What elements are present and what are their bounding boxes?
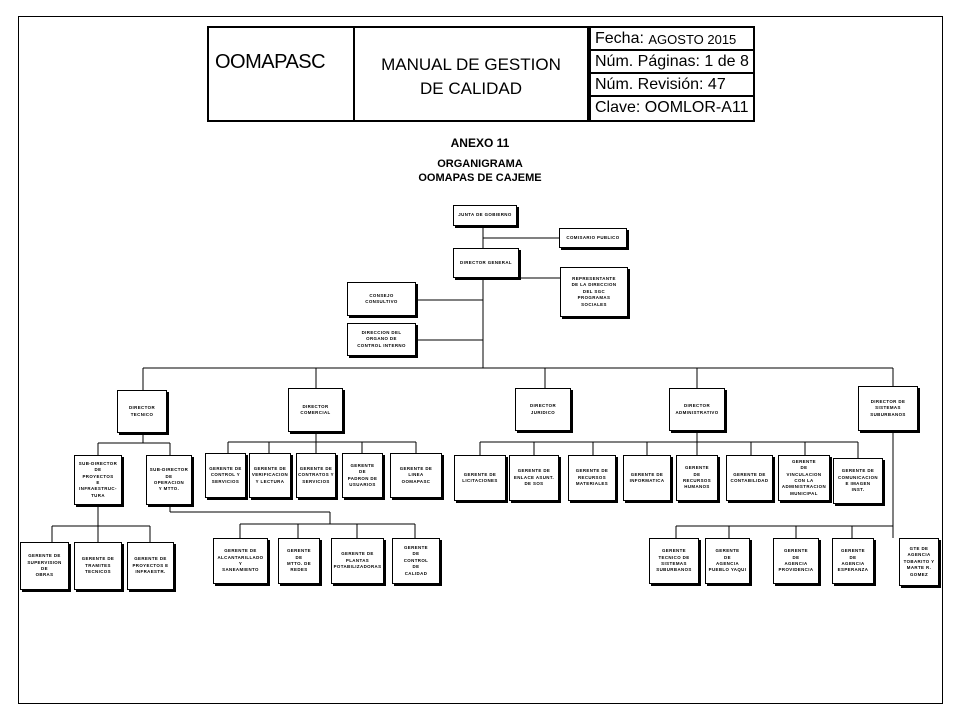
- node-control-interno: DIRECCION DEL ORGANO DE CONTROL INTERNO: [347, 323, 416, 356]
- node-gerente-licitaciones: GERENTE DE LICITACIONES: [454, 455, 506, 501]
- clave-text: Clave: OOMLOR-A11: [595, 99, 749, 116]
- clave-cell: [589, 95, 755, 122]
- node-director-comercial: DIRECTOR COMERCIAL: [288, 388, 343, 432]
- node-gerente-recursos-materiales: GERENTE DE RECURSOS MATERIALES: [568, 455, 616, 501]
- org-name: OOMAPASC: [215, 50, 326, 73]
- node-gerente-contratos: GERENTE DE CONTRATOS Y SERVICIOS: [296, 453, 336, 498]
- node-gerente-vinculacion: GERENTE DE VINCULACION CON LA ADMINISTRA…: [778, 455, 830, 501]
- node-gerente-alcantarillado: GERENTE DE ALCANTARILLADO Y SANEAMIENTO: [213, 538, 268, 584]
- node-gerente-contabilidad: GERENTE DE CONTABILIDAD: [726, 455, 773, 501]
- node-director-general: DIRECTOR GENERAL: [453, 248, 519, 278]
- paginas-text: Núm. Páginas: 1 de 8: [595, 53, 749, 70]
- node-gerente-plantas: GERENTE DE PLANTAS POTABILIZADORAS: [331, 538, 384, 584]
- revision-text: Núm. Revisión: 47: [595, 76, 726, 93]
- page-frame: [18, 16, 943, 704]
- node-gerente-comunicacion: GERENTE DE COMUNICACION E IMAGEN INST.: [833, 458, 883, 504]
- node-gerente-pueblo-yaqui: GERENTE DE AGENCIA PUEBLO YAQUI: [705, 538, 750, 584]
- node-gerente-providencia: GERENTE DE AGENCIA PROVIDENCIA: [773, 538, 819, 584]
- node-gerente-esperanza: GERENTE DE AGENCIA ESPERANZA: [832, 538, 874, 584]
- node-gerente-tecnico-sistemas: GERENTE TECNICO DE SISTEMAS SUBURBANOS: [649, 538, 699, 584]
- node-subdirector-proyectos: SUB-DIRECTOR DE PROYECTOS E INFRAESTRUC-…: [74, 455, 122, 505]
- node-director-sistemas-suburbanos: DIRECTOR DE SISTEMAS SUBURBANOS: [858, 386, 918, 431]
- node-representante-sgc: REPRESENTANTE DE LA DIRECCION DEL SGC PR…: [560, 267, 628, 317]
- fecha-row: Fecha: AGOSTO 2015: [595, 28, 753, 50]
- node-gerente-linea: GERENTE DE LINEA OOMAPASC: [390, 453, 442, 498]
- node-director-tecnico: DIRECTOR TECNICO: [117, 390, 167, 433]
- node-gerente-informatica: GERENTE DE INFORMATICA: [623, 455, 671, 501]
- node-director-administrativo: DIRECTOR ADMINISTRATIVO: [669, 388, 725, 431]
- node-gerente-verificacion: GERENTE DE VERIFICACION Y LECTURA: [249, 453, 291, 498]
- manual-title-line1: MANUAL DE GESTION: [381, 55, 561, 74]
- node-gerente-control-calidad: GERENTE DE CONTROL DE CALIDAD: [392, 538, 440, 584]
- node-director-juridico: DIRECTOR JURIDICO: [515, 388, 571, 431]
- organigrama-title: ORGANIGRAMA: [437, 158, 523, 170]
- node-gerente-padron: GERENTE DE PADRON DE USUARIOS: [342, 453, 383, 498]
- anexo-title: ANEXO 11: [450, 136, 510, 150]
- fecha-label: Fecha:: [595, 30, 644, 47]
- manual-title-line2: DE CALIDAD: [419, 79, 523, 98]
- node-junta-gobierno: JUNTA DE GOBIERNO: [453, 205, 517, 226]
- node-gerente-tramites-tecnicos: GERENTE DE TRAMITES TECNICOS: [74, 542, 122, 590]
- node-consejo-consultivo: CONSEJO CONSULTIVO: [347, 282, 416, 316]
- node-gerente-supervision-obras: GERENTE DE SUPERVISION DE OBRAS: [20, 542, 69, 590]
- header-manual-cell: [353, 26, 589, 122]
- node-gerente-mtto-redes: GERENTE DE MTTO. DE REDES: [278, 538, 320, 584]
- fecha-value: AGOSTO 2015: [648, 31, 737, 47]
- node-gerente-proyectos-infraestr: GERENTE DE PROYECTOS E INFRAESTR.: [127, 542, 174, 590]
- node-comisario-publico: COMISARIO PUBLICO: [559, 228, 627, 248]
- node-gerente-control-servicios: GERENTE DE CONTROL Y SERVICIOS: [205, 453, 246, 498]
- node-subdirector-operacion: SUB-DIRECTOR DE OPERACION Y MTTO.: [146, 455, 192, 505]
- node-gte-tobarito: GTE DE AGENCIA TOBARITO y MARTE R. GOMEZ: [899, 538, 939, 586]
- node-gerente-enlace: GERENTE DE ENLACE ASUNT. DE SOS: [509, 455, 559, 501]
- organization-name: OOMAPAS DE CAJEME: [418, 172, 542, 184]
- node-gerente-recursos-humanos: GERENTE DE RECURSOS HUMANOS: [676, 455, 718, 501]
